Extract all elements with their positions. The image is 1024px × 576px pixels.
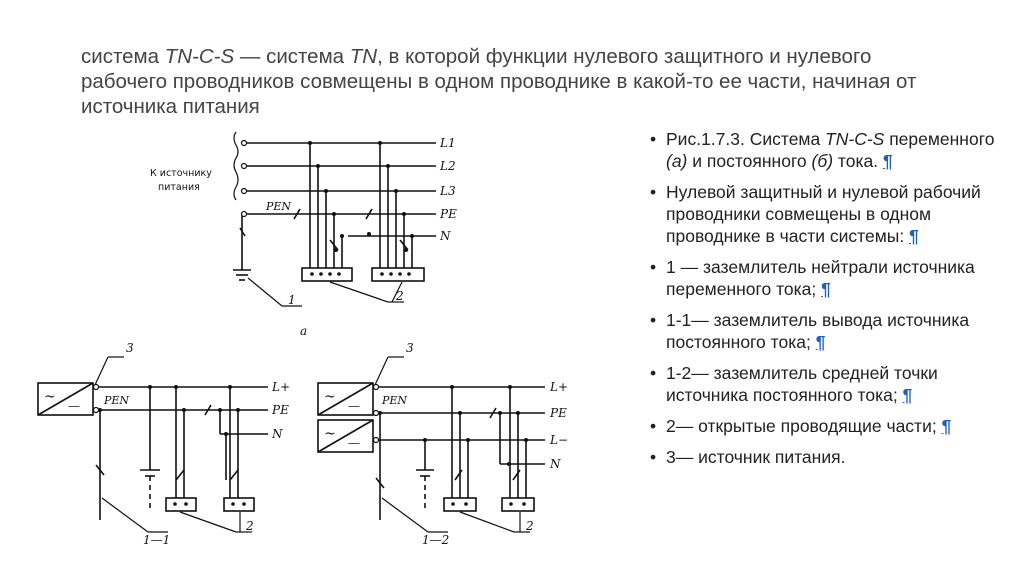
legend-item: Нулевой защитный и нулевой рабочий прово… — [650, 181, 1000, 247]
source-caption-line2: питания — [158, 182, 200, 193]
paragraph-mark-link[interactable]: ¶ — [909, 226, 919, 246]
source-ac-symbol: ~ — [324, 426, 336, 442]
legend-item: 1-1— заземлитель вывода источника постоя… — [650, 309, 1000, 353]
legend-item: 2— открытые проводящие части; ¶ — [650, 415, 1000, 437]
paragraph-mark-link[interactable]: ¶ — [821, 279, 831, 299]
legend-item: Рис.1.7.3. Система TN-C-S переменного (а… — [650, 128, 1000, 172]
legend-text: 1-2— заземлитель средней точки источника… — [666, 363, 938, 405]
source-ac-symbol: ~ — [324, 389, 336, 405]
label-1: 1 — [288, 293, 296, 307]
label-pen: PEN — [381, 394, 407, 407]
wiring-diagram: К источнику питания L1 L2 L3 PE N PEN 1 … — [37, 131, 568, 547]
label-pe: PE — [549, 406, 567, 420]
legend-text: тока. — [833, 151, 883, 171]
legend-item: 1-2— заземлитель средней точки источника… — [650, 362, 1000, 406]
label-2: 2 — [395, 289, 404, 303]
label-3: 3 — [126, 341, 134, 355]
label-l3: L3 — [439, 184, 456, 198]
title-part: — система — [234, 45, 350, 68]
paragraph-mark-link[interactable]: ¶ — [882, 151, 893, 171]
source-caption-line1: К источнику — [150, 168, 212, 179]
slide-title: система TN-C-S — система TN, в которой ф… — [81, 44, 961, 119]
label-2: 2 — [525, 519, 534, 533]
source-dc-symbol: — — [348, 436, 360, 450]
title-system-name: TN-C-S — [164, 45, 235, 68]
legend-text: Нулевой защитный и нулевой рабочий прово… — [666, 182, 981, 246]
label-1-2: 1—2 — [422, 533, 449, 547]
legend-text: 1-1— заземлитель вывода источника постоя… — [666, 310, 970, 352]
legend-text: (а) — [666, 151, 688, 171]
legend-text: Рис.1.7.3. Система — [666, 129, 826, 149]
title-part: система — [81, 45, 165, 68]
label-3: 3 — [406, 341, 414, 355]
legend-text: переменного — [884, 129, 995, 149]
legend-item: 1 — заземлитель нейтрали источника перем… — [650, 256, 1000, 300]
legend-text: 1 — заземлитель нейтрали источника перем… — [666, 257, 975, 299]
label-l2: L2 — [439, 159, 456, 173]
label-lminus: L− — [549, 433, 568, 447]
label-lplus: L+ — [549, 380, 568, 394]
source-dc-symbol: — — [348, 399, 360, 413]
label-2: 2 — [245, 519, 254, 533]
label-n: N — [549, 457, 561, 471]
label-pen: PEN — [103, 394, 129, 407]
legend-text: 2— открытые проводящие части; — [666, 416, 942, 436]
source-ac-symbol: ~ — [44, 389, 56, 405]
paragraph-mark-link[interactable]: ¶ — [902, 385, 913, 405]
legend-text: (б) — [811, 151, 834, 171]
label-pe: PE — [271, 403, 289, 417]
legend-list: Рис.1.7.3. Система TN-C-S переменного (а… — [650, 128, 1000, 477]
paragraph-mark-link[interactable]: ¶ — [941, 416, 952, 436]
caption-a: а — [300, 324, 307, 338]
legend-text: и постоянного — [687, 151, 812, 171]
label-1-1: 1—1 — [143, 533, 170, 547]
label-l1: L1 — [439, 136, 456, 150]
legend-text: 3— источник питания. — [666, 447, 846, 467]
source-dc-symbol: — — [68, 399, 80, 413]
label-pen: PEN — [265, 200, 291, 213]
label-pe: PE — [439, 207, 457, 221]
label-n: N — [439, 229, 451, 243]
label-lplus: L+ — [271, 380, 290, 394]
legend-item: 3— источник питания. — [650, 446, 1000, 468]
title-part: , в которой функции нулевого защитного и… — [81, 45, 917, 118]
title-system-name: TN — [349, 45, 378, 68]
paragraph-mark-link[interactable]: ¶ — [815, 332, 826, 352]
legend-text: TN-C-S — [825, 129, 885, 149]
label-n: N — [271, 427, 283, 441]
